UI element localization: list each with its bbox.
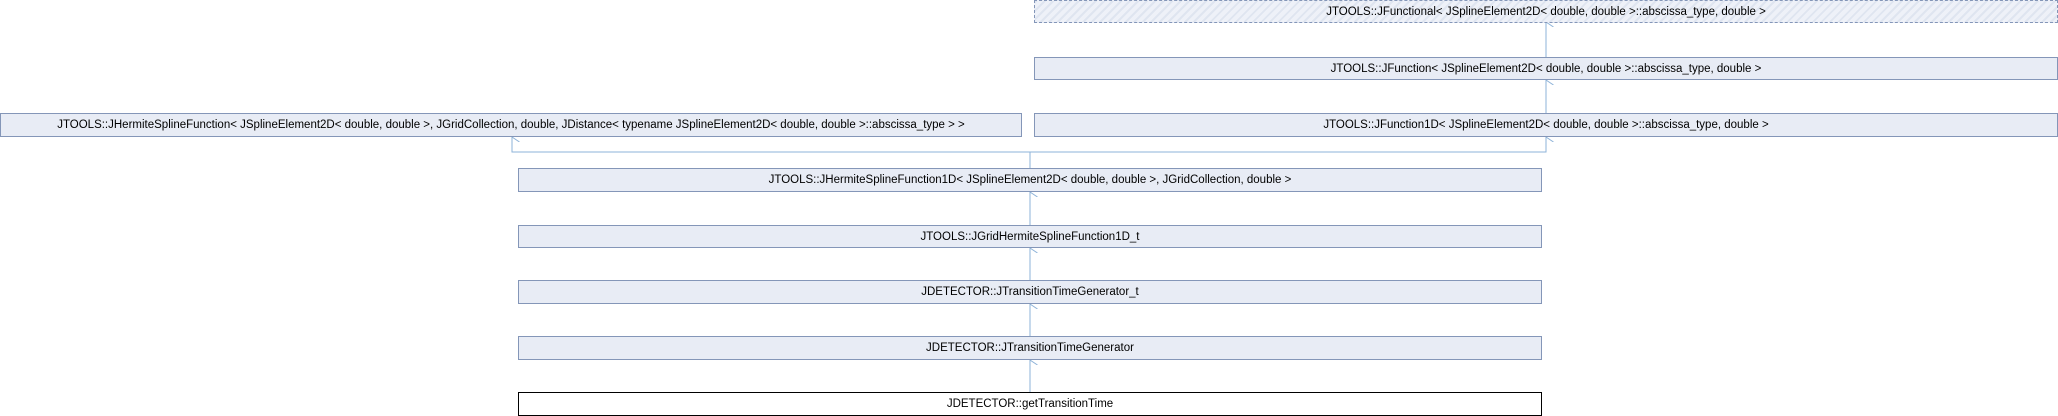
node-jtransition-time-generator[interactable]: JDETECTOR::JTransitionTimeGenerator xyxy=(518,336,1542,360)
node-jgrid-hermite-spline-function1d-t[interactable]: JTOOLS::JGridHermiteSplineFunction1D_t xyxy=(518,225,1542,248)
node-jtransition-time-generator-t[interactable]: JDETECTOR::JTransitionTimeGenerator_t xyxy=(518,280,1542,304)
node-jfunctional: JTOOLS::JFunctional< JSplineElement2D< d… xyxy=(1034,0,2058,23)
node-jhermite-spline-function[interactable]: JTOOLS::JHermiteSplineFunction< JSplineE… xyxy=(0,113,1022,137)
node-jhermite-spline-function1d[interactable]: JTOOLS::JHermiteSplineFunction1D< JSplin… xyxy=(518,168,1542,192)
node-jfunction[interactable]: JTOOLS::JFunction< JSplineElement2D< dou… xyxy=(1034,57,2058,80)
edge-jhermite1d-to-jhermite xyxy=(511,137,1031,168)
edge-jhermite1d-to-jfunction1d xyxy=(1029,137,1546,168)
node-get-transition-time: JDETECTOR::getTransitionTime xyxy=(518,392,1542,416)
node-jfunction1d[interactable]: JTOOLS::JFunction1D< JSplineElement2D< d… xyxy=(1034,113,2058,137)
